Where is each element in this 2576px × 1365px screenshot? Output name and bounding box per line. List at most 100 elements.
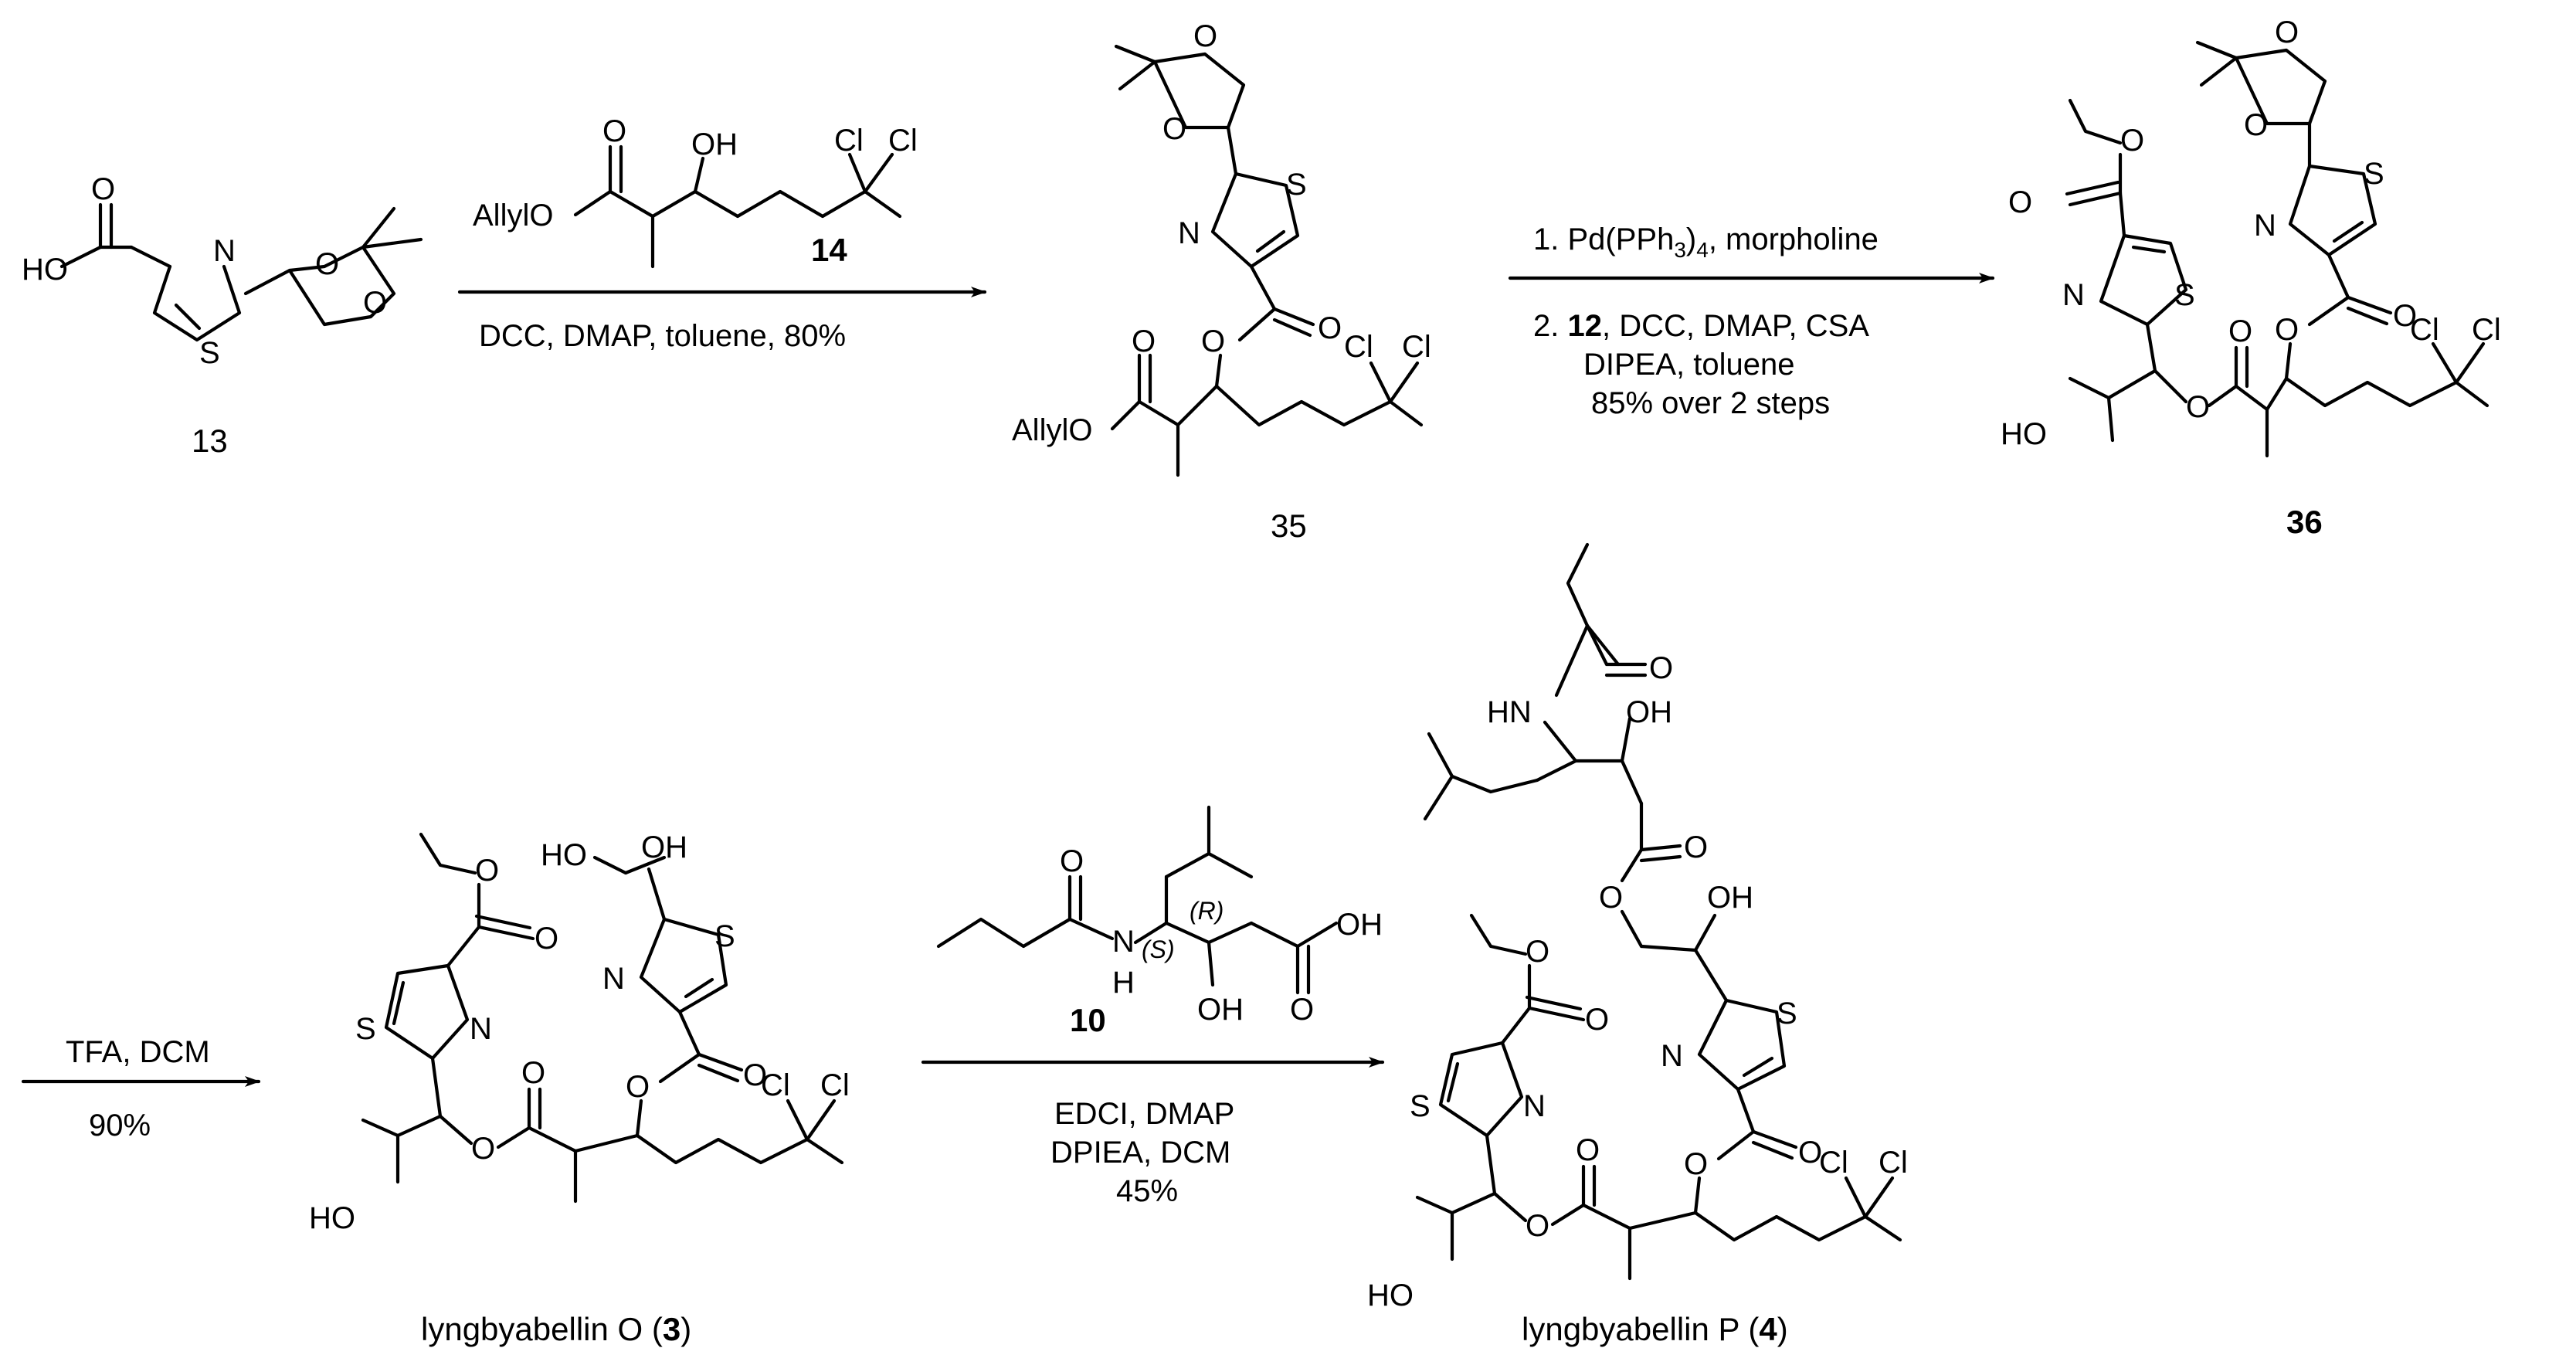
atom-Cl: Cl — [761, 1068, 790, 1102]
atom-N: N — [1178, 216, 1200, 250]
reaction-4-line-1: EDCI, DMAP — [1054, 1097, 1234, 1131]
stereo-S: (S) — [1142, 935, 1175, 963]
atom-Cl: Cl — [2410, 313, 2439, 347]
compound-36: O O S N O O O O S N HO O O — [2001, 15, 2501, 540]
compound-label-14: 14 — [811, 232, 847, 268]
atom-O: O — [602, 114, 626, 148]
compound-label-36: 36 — [2286, 504, 2323, 540]
atom-O: O — [2275, 313, 2299, 347]
atom-S: S — [1410, 1089, 1431, 1123]
atom-OH: OH — [1197, 993, 1244, 1027]
atom-N: N — [2062, 278, 2085, 312]
atom-O: O — [2275, 15, 2299, 49]
atom-N: N — [1523, 1089, 1546, 1123]
atom-O: O — [1318, 311, 1342, 345]
reaction-4-line-3: 45% — [1116, 1174, 1178, 1208]
reaction-3-line-2: 90% — [89, 1109, 151, 1143]
atom-HO: HO — [1367, 1278, 1414, 1312]
atom-O: O — [1526, 1209, 1549, 1243]
atom-O: O — [626, 1070, 650, 1104]
atom-OH: OH — [1336, 908, 1383, 942]
atom-HO: HO — [22, 253, 68, 287]
atom-N: N — [470, 1012, 492, 1046]
atom-O: O — [1290, 993, 1314, 1027]
atom-O: O — [1684, 1147, 1708, 1181]
atom-N: N — [1112, 925, 1135, 959]
atom-O: O — [1649, 651, 1673, 685]
atom-N: N — [1661, 1039, 1683, 1073]
atom-S: S — [714, 919, 735, 953]
atom-O: O — [471, 1132, 495, 1166]
atom-O: O — [1684, 830, 1708, 864]
atom-HO: HO — [2001, 417, 2047, 451]
atom-OH: OH — [691, 127, 738, 161]
atom-O: O — [475, 854, 499, 888]
atom-O: O — [1060, 844, 1084, 878]
atom-O: O — [91, 172, 115, 206]
reaction-1-conditions: DCC, DMAP, toluene, 80% — [479, 319, 846, 353]
atom-O: O — [2008, 185, 2032, 219]
atom-S: S — [1777, 997, 1797, 1031]
atom-O: O — [535, 922, 558, 956]
atom-N: N — [213, 234, 236, 268]
allyl-group: AllylO — [473, 199, 553, 233]
atom-S: S — [2364, 157, 2384, 191]
compound-14: AllylO O OH Cl Cl 14 — [473, 114, 918, 269]
allyl-group: AllylO — [1012, 413, 1092, 447]
atom-O: O — [1526, 935, 1549, 969]
atom-S: S — [1286, 168, 1307, 202]
compound-13: O HO N S O O 13 — [22, 172, 423, 459]
atom-O: O — [1201, 324, 1225, 358]
atom-S: S — [355, 1012, 376, 1046]
compound-label-4: lyngbyabellin P (4) — [1522, 1311, 1788, 1347]
atom-Cl: Cl — [888, 124, 918, 158]
atom-Cl: Cl — [834, 124, 864, 158]
atom-Cl: Cl — [1819, 1146, 1848, 1180]
atom-O: O — [2393, 299, 2417, 333]
atom-O: O — [1585, 1003, 1609, 1037]
atom-O: O — [2120, 124, 2144, 158]
compound-10: O N H (S) (R) OH OH O 10 — [936, 805, 1383, 1038]
compound-label-3: lyngbyabellin O (3) — [421, 1311, 691, 1347]
reaction-2-line-2: 2. 12, DCC, DMAP, CSA — [1533, 309, 1869, 343]
atom-OH: OH — [1707, 881, 1753, 915]
atom-O: O — [1132, 324, 1156, 358]
atom-O: O — [2228, 314, 2252, 348]
reaction-2-line-4: 85% over 2 steps — [1591, 386, 1830, 420]
atom-Cl: Cl — [1344, 330, 1373, 364]
compound-3: HO OH S N O O O O S N HO O — [309, 830, 850, 1347]
atom-Cl: Cl — [2472, 313, 2501, 347]
atom-N: N — [2254, 209, 2276, 243]
compound-label-35: 35 — [1271, 508, 1307, 544]
atom-O: O — [743, 1058, 767, 1092]
atom-OH: OH — [641, 830, 687, 864]
compound-label-13: 13 — [192, 423, 228, 459]
atom-O: O — [315, 247, 339, 281]
reaction-3-line-1: TFA, DCM — [66, 1035, 210, 1069]
atom-Cl: Cl — [1402, 330, 1431, 364]
atom-O: O — [1162, 112, 1186, 146]
reaction-4-line-2: DPIEA, DCM — [1050, 1136, 1230, 1170]
atom-S: S — [199, 336, 220, 370]
atom-O: O — [2244, 108, 2268, 142]
reaction-2-line-3: DIPEA, toluene — [1583, 348, 1795, 382]
reaction-2-line-1: 1. Pd(PPh3)4, morpholine — [1533, 222, 1879, 262]
atom-S: S — [2174, 278, 2195, 312]
atom-O: O — [521, 1056, 545, 1090]
stereo-R: (R) — [1190, 897, 1224, 925]
atom-Cl: Cl — [1879, 1146, 1908, 1180]
compound-4: O HN OH O O OH S N O O O — [1367, 542, 1908, 1347]
atom-N: N — [602, 962, 625, 996]
atom-O: O — [1193, 19, 1217, 53]
compound-35: O O S N O O AllylO O Cl Cl 35 — [1012, 19, 1431, 544]
atom-O: O — [1599, 881, 1623, 915]
atom-H: H — [1112, 966, 1135, 1000]
atom-O: O — [363, 286, 387, 320]
atom-HN: HN — [1487, 695, 1532, 729]
atom-OH: OH — [1626, 695, 1672, 729]
compound-label-10: 10 — [1070, 1002, 1106, 1038]
atom-O: O — [1576, 1133, 1600, 1167]
atom-Cl: Cl — [820, 1068, 850, 1102]
atom-HO: HO — [309, 1201, 355, 1235]
